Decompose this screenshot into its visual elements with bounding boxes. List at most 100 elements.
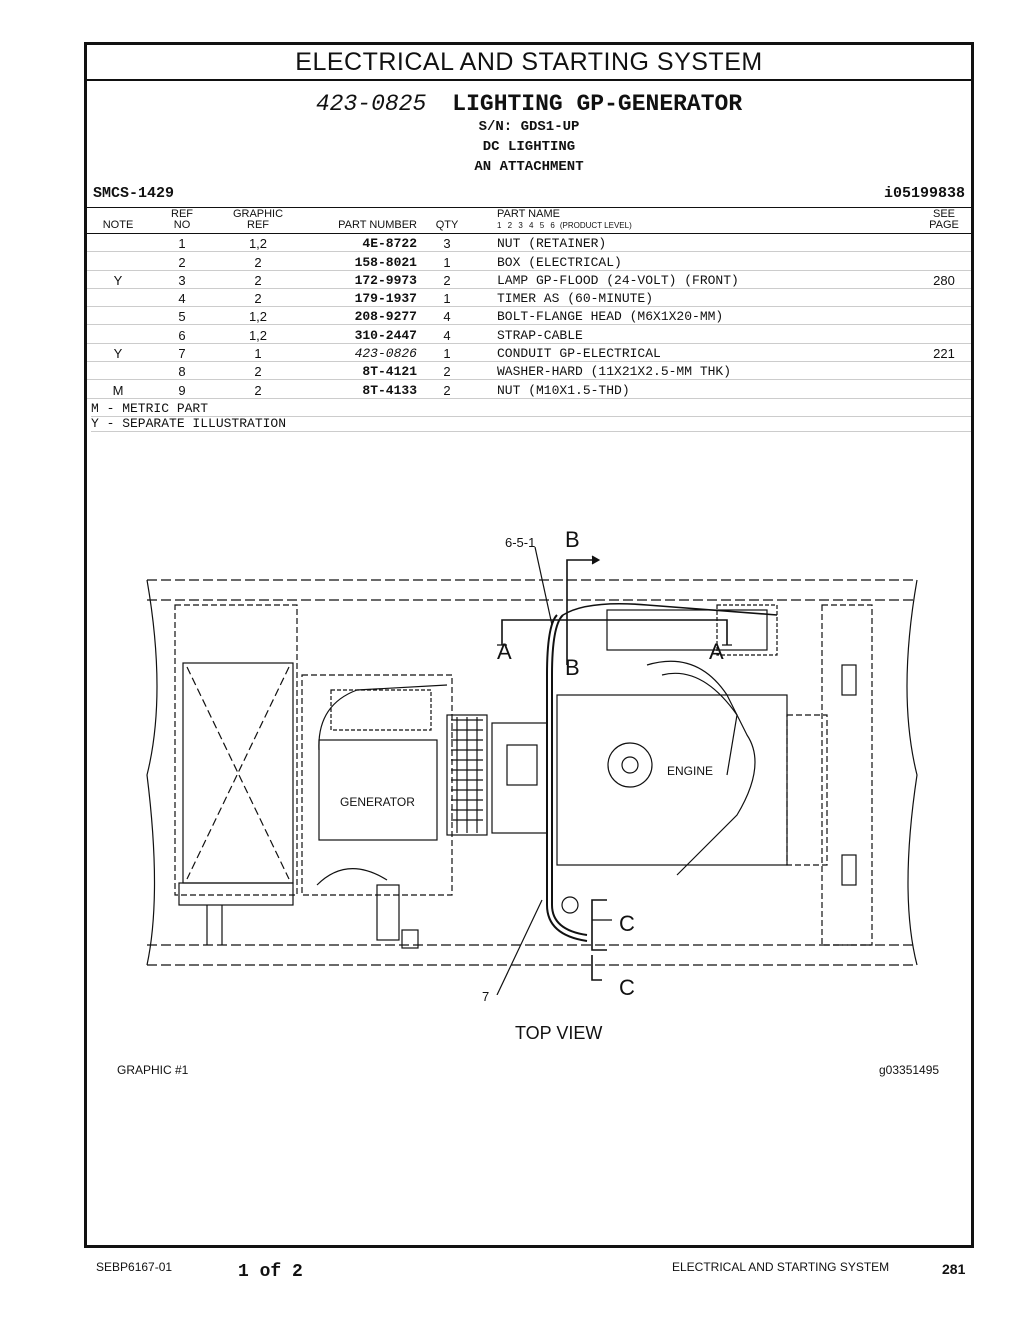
row-qty: 2 [443,272,451,288]
group-name: LIGHTING GP-GENERATOR [452,91,743,117]
row-see-page[interactable] [917,252,971,270]
row-see-page[interactable] [917,234,971,252]
row-see-page[interactable] [917,288,971,306]
section-b-top: B [565,527,580,552]
table-row: 6 1,2 310-2447 4 STRAP-CABLE [87,325,971,344]
row-note [87,252,149,270]
header-ref-top: REF [171,208,193,220]
header-part-number: PART NUMBER [301,207,417,234]
row-ref-no: 4 [178,291,186,307]
row-graphic-ref: 2 [254,254,262,270]
row-see-page[interactable] [917,380,971,398]
header-see-bottom: PAGE [929,219,959,231]
row-ref-no: 1 [178,236,186,252]
row-graphic-ref: 2 [254,364,262,380]
graphic-label: GRAPHIC #1 [117,1063,189,1077]
group-heading: 423-0825 LIGHTING GP-GENERATOR [87,91,971,117]
group-part-number[interactable]: 423-0825 [315,91,427,117]
row-part-number[interactable]: 423-0826 [354,346,417,362]
table-row: 2 2 158-8021 1 BOX (ELECTRICAL) [87,252,971,271]
row-see-page[interactable] [917,307,971,325]
header-part-name-text: PART NAME [497,208,560,220]
header-graphic-top: GRAPHIC [232,208,284,220]
section-b-bottom: B [565,655,580,680]
row-part-name: BOLT-FLANGE HEAD (M6X1X20-MM) [497,309,724,325]
header-qty: QTY [417,207,477,234]
table-row: 1 1,2 4E-8722 3 NUT (RETAINER) [87,234,971,252]
section-a-right: A [709,639,724,664]
row-part-number[interactable]: 179-1937 [354,291,417,307]
row-part-name: LAMP GP-FLOOD (24-VOLT) (FRONT) [497,272,739,288]
row-qty: 4 [443,309,451,325]
note-separate: Y - SEPARATE ILLUSTRATION [91,417,971,432]
row-note [87,234,149,252]
row-graphic-ref: 2 [254,291,262,307]
row-ref-no: 5 [178,309,186,325]
section-title: ELECTRICAL AND STARTING SYSTEM [87,45,971,81]
top-view-figure: 6-5-1 B A B A GENERATOR ENGINE C C 7 [87,475,971,1004]
row-part-number[interactable]: 8T-4133 [362,382,417,398]
row-ref-no: 3 [178,272,186,288]
row-ref-no: 7 [178,346,186,362]
footer-doc-id: SEBP6167-01 [96,1260,173,1274]
row-note: Y [113,272,123,288]
header-graphic-bottom: REF [247,219,269,231]
section-a-left: A [497,639,512,664]
row-part-number[interactable]: 158-8021 [354,254,417,270]
row-see-page[interactable] [917,325,971,343]
row-qty: 4 [443,327,451,343]
row-see-page[interactable]: 280 [933,272,955,288]
row-part-number[interactable]: 4E-8722 [362,236,417,252]
row-part-name: WASHER-HARD (11X21X2.5-MM THK) [497,364,732,380]
header-product-level: (PRODUCT LEVEL) [559,221,632,230]
callout-7: 7 [482,989,490,1004]
row-qty: 1 [443,291,451,307]
footer-section: ELECTRICAL AND STARTING SYSTEM [672,1260,890,1274]
row-ref-no: 9 [178,382,186,398]
row-part-number[interactable]: 172-9973 [354,272,417,288]
row-qty: 1 [443,254,451,270]
row-part-name: STRAP-CABLE [497,327,583,343]
top-view-label: TOP VIEW [515,1023,603,1043]
row-part-number[interactable]: 310-2447 [354,327,417,343]
row-ref-no: 2 [178,254,186,270]
header-ref-bottom: NO [173,219,191,231]
note-metric: M - METRIC PART [91,402,971,417]
row-part-name: BOX (ELECTRICAL) [497,254,622,270]
row-note [87,288,149,306]
row-part-name: NUT (M10X1.5-THD) [497,382,630,398]
header-see-top: SEE [932,208,955,220]
row-graphic-ref: 2 [254,382,262,398]
row-note: Y [113,346,123,362]
row-see-page[interactable] [917,362,971,380]
row-part-name: NUT (RETAINER) [497,236,607,252]
row-part-number[interactable]: 208-9277 [354,309,417,325]
row-see-page[interactable]: 221 [933,346,955,362]
row-part-number[interactable]: 8T-4121 [362,364,417,380]
serial-range: S/N: GDS1-UP [478,119,580,135]
figure-drawing [146,546,918,996]
row-qty: 1 [443,346,451,362]
row-ref-no: 8 [178,364,186,380]
generator-label: GENERATOR [340,795,415,809]
section-c-bottom: C [619,975,635,1000]
footer-page-of: 1 of 2 [238,1262,303,1282]
row-note [87,362,149,380]
row-ref-no: 6 [178,327,186,343]
row-graphic-ref: 1,2 [248,236,268,252]
row-graphic-ref: 1,2 [248,327,268,343]
notes-legend: M - METRIC PART Y - SEPARATE ILLUSTRATIO… [91,402,971,432]
group-attachment: AN ATTACHMENT [474,159,584,175]
row-qty: 2 [443,382,451,398]
row-qty: 3 [443,236,451,252]
header-note: NOTE [87,207,149,234]
